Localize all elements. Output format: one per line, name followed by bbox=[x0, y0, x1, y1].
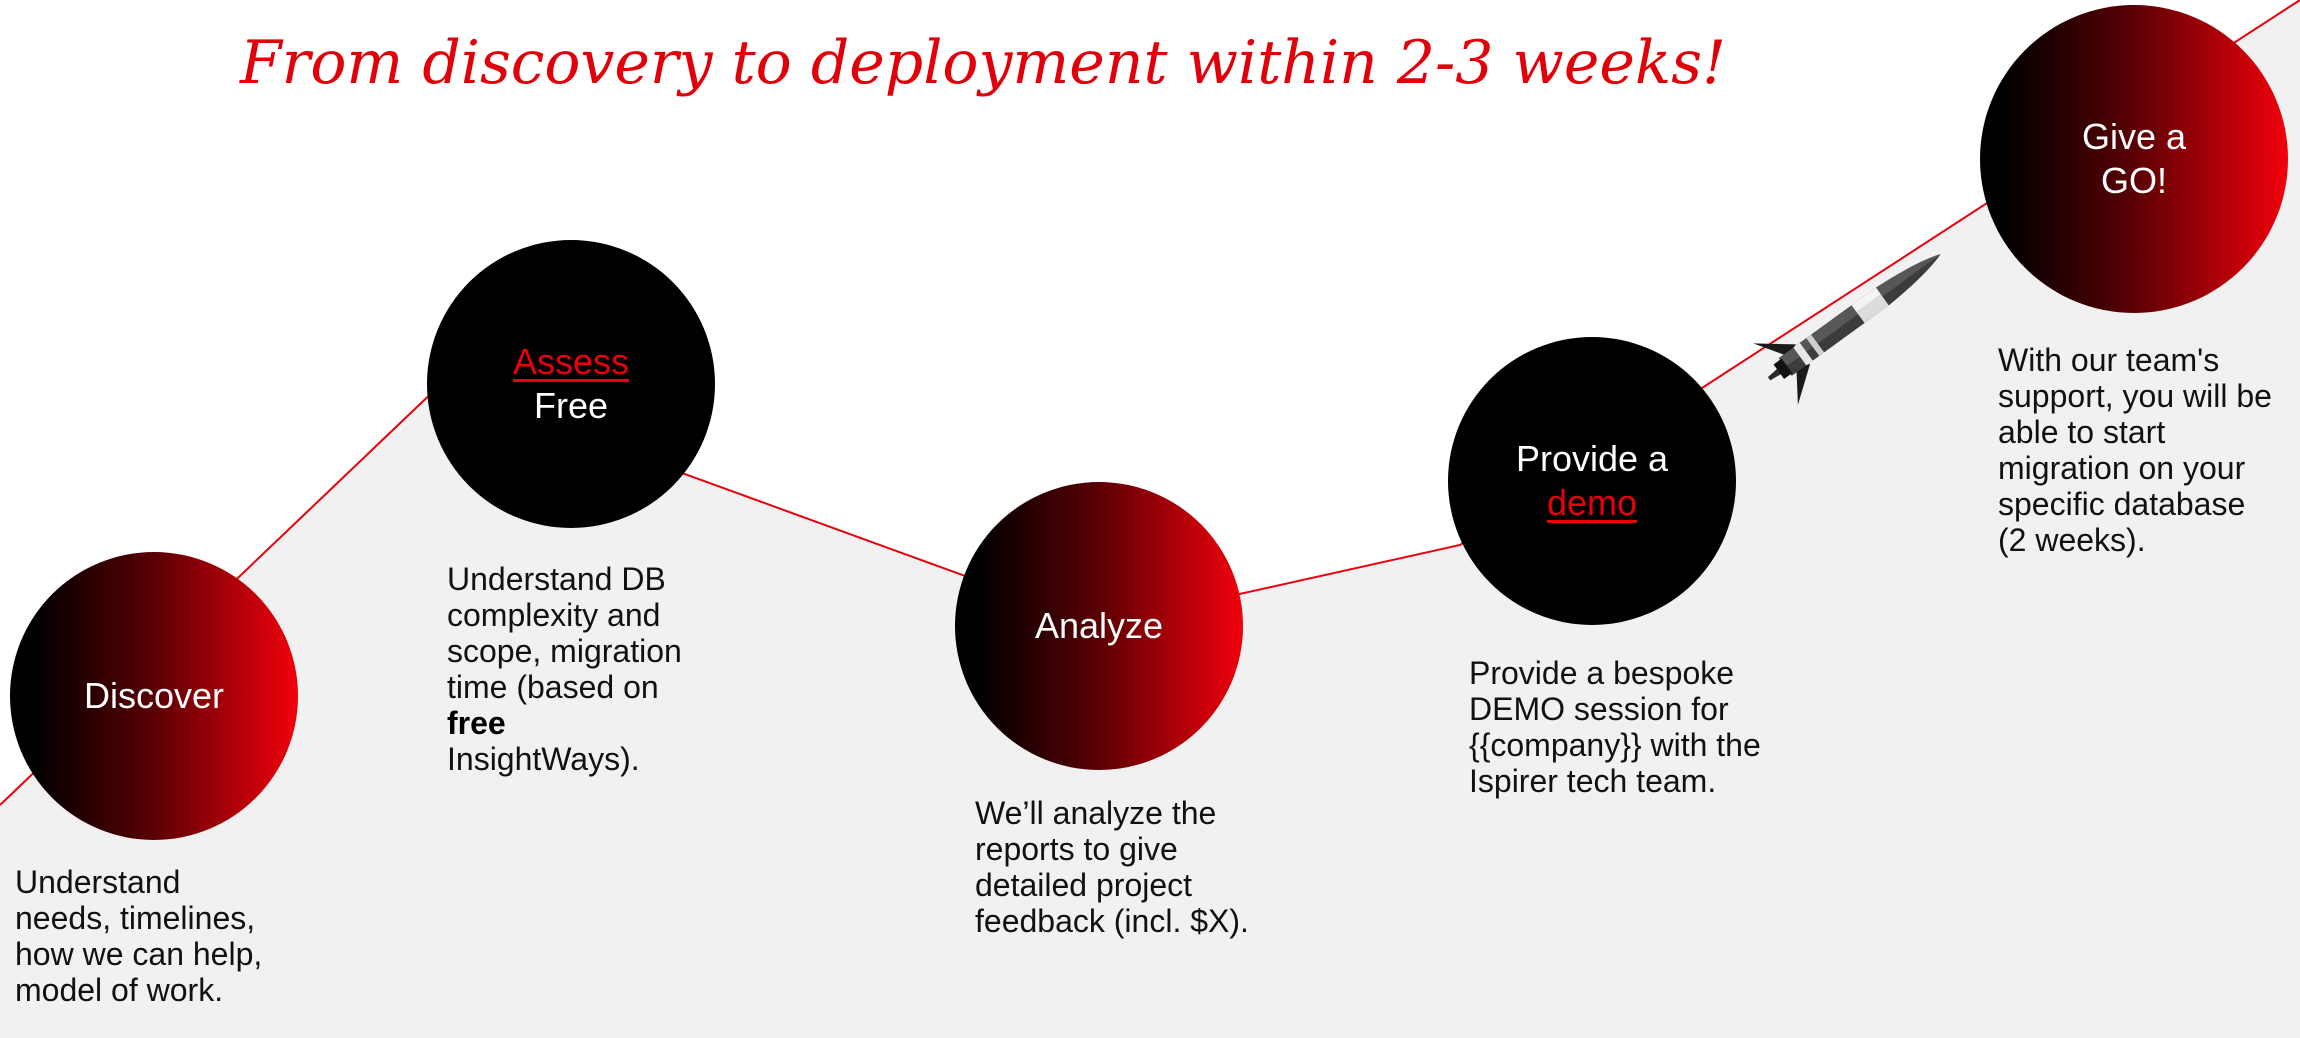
step-assess-desc-end: InsightWays). bbox=[447, 741, 640, 777]
rocket-icon bbox=[1753, 254, 1941, 405]
step-assess-description: Understand DB complexity and scope, migr… bbox=[447, 561, 707, 777]
step-assess-desc-bold: free bbox=[447, 705, 506, 741]
step-go-description: With our team's support, you will be abl… bbox=[1998, 342, 2272, 558]
step-demo-circle: Provide a demo bbox=[1448, 337, 1736, 625]
step-demo-link[interactable]: demo bbox=[1546, 482, 1638, 523]
step-discover-circle: Discover bbox=[10, 552, 298, 840]
step-analyze-label: Analyze bbox=[1034, 605, 1164, 646]
step-go-label-1: Give a bbox=[2081, 116, 2187, 157]
step-assess-free-label: Free bbox=[533, 385, 609, 426]
step-go-circle: Give a GO! bbox=[1980, 5, 2288, 313]
step-analyze-circle: Analyze bbox=[955, 482, 1243, 770]
step-analyze-description: We’ll analyze the reports to give detail… bbox=[975, 795, 1249, 939]
step-assess-link[interactable]: Assess bbox=[512, 341, 630, 382]
step-demo-description: Provide a bespoke DEMO session for {{com… bbox=[1469, 655, 1761, 799]
step-demo-label: Provide a bbox=[1515, 438, 1669, 479]
step-assess-circle: Assess Free bbox=[427, 240, 715, 528]
step-go-label-2: GO! bbox=[2100, 160, 2167, 201]
step-discover-description: Understand needs, timelines, how we can … bbox=[15, 864, 263, 1008]
step-assess-desc-text: Understand DB complexity and scope, migr… bbox=[447, 561, 682, 705]
step-discover-label: Discover bbox=[83, 675, 225, 716]
page-title: From discovery to deployment within 2-3 … bbox=[240, 28, 1727, 98]
